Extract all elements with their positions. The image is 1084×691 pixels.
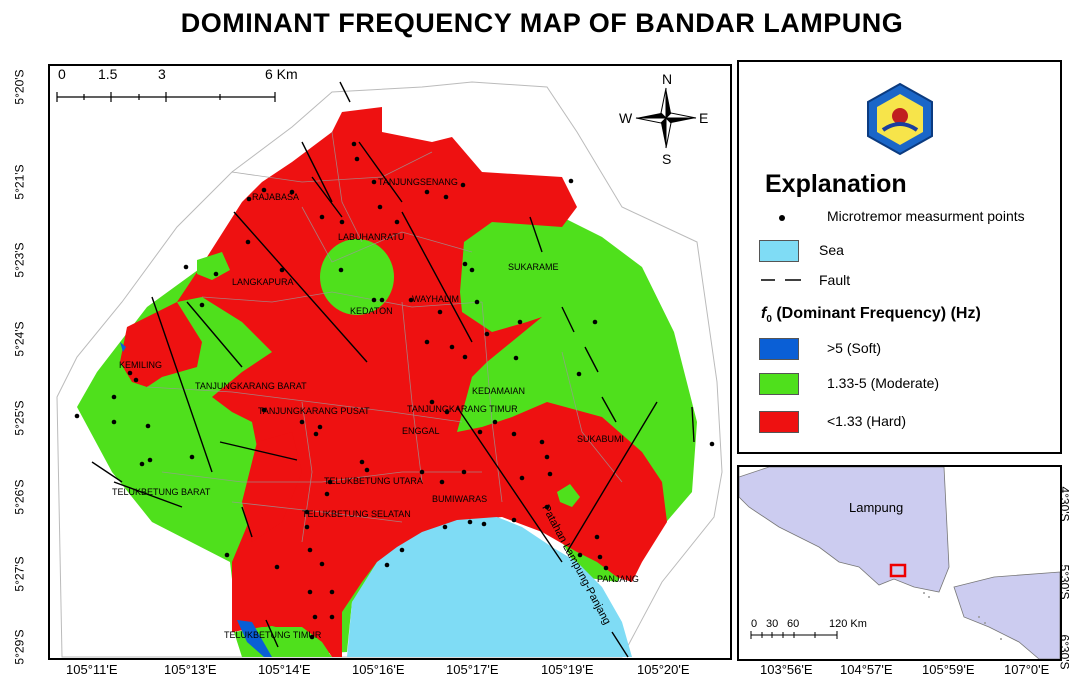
inset-lon-label: 107°0'E	[1004, 662, 1050, 677]
legend-class-label: >5 (Soft)	[827, 340, 882, 356]
inset-map[interactable]: Lampung 0 30 60 120 Km	[737, 465, 1062, 661]
lon-label: 105°11'E	[66, 662, 118, 677]
lat-label: 5°29'S	[12, 629, 27, 665]
lat-label: 5°24'S	[12, 321, 27, 357]
lat-label: 5°21'S	[12, 164, 27, 200]
legend-title: Explanation	[765, 170, 907, 198]
district-label: TELUKBETUNG TIMUR	[224, 630, 322, 640]
svg-text:60: 60	[787, 618, 799, 630]
study-area-marker	[889, 563, 907, 578]
svg-text:W: W	[619, 110, 633, 126]
inset-lat-label: 5°30'S	[1057, 564, 1072, 600]
legend-fault-label: Fault	[819, 272, 851, 288]
sea	[347, 517, 632, 657]
scale-bar	[56, 92, 276, 102]
district-label: KEDATON	[350, 306, 393, 316]
north-arrow-icon: N S E W	[619, 71, 708, 167]
moderate-swatch	[759, 373, 799, 395]
district-label: WAYHALIM	[412, 294, 459, 304]
map-canvas: RAJABASA TANJUNGSENANG LABUHANRATU SUKAR…	[56, 71, 723, 658]
lat-label: 5°20'S	[12, 69, 27, 105]
lon-label: 105°19'E	[541, 662, 594, 677]
lat-label: 5°23'S	[12, 242, 27, 278]
svg-text:N: N	[662, 71, 672, 87]
district-label: LANGKAPURA	[232, 277, 294, 287]
map-title: DOMINANT FREQUENCY MAP OF BANDAR LAMPUNG	[180, 8, 904, 38]
inset-lon-label: 104°57'E	[840, 662, 893, 677]
lat-label: 5°26'S	[12, 479, 27, 515]
lon-label: 105°13'E	[164, 662, 217, 677]
legend-sea-label: Sea	[819, 242, 844, 258]
hard-swatch	[759, 411, 799, 433]
district-label: TELUKBETUNG BARAT	[112, 487, 211, 497]
inset-canvas: Lampung 0 30 60 120 Km	[739, 467, 1060, 659]
legend-points-label: Microtremor measurment points	[827, 208, 1025, 224]
legend-class-label: 1.33-5 (Moderate)	[827, 375, 940, 391]
district-label: TANJUNGSENANG	[378, 177, 458, 187]
sea-swatch	[759, 240, 799, 262]
point-symbol-icon	[779, 215, 785, 221]
inset-lat-label: 4°30'S	[1057, 486, 1072, 522]
lat-label: 5°27'S	[12, 556, 27, 592]
main-map[interactable]: RAJABASA TANJUNGSENANG LABUHANRATU SUKAR…	[48, 64, 732, 660]
district-label: TANJUNGKARANG TIMUR	[407, 404, 518, 414]
svg-text:30: 30	[766, 618, 778, 630]
legend-frequency-title: f0 (Dominant Frequency) (Hz)	[761, 305, 981, 326]
lat-label: 5°25'S	[12, 400, 27, 436]
scale-label: 0	[58, 66, 66, 82]
hard-zone	[177, 107, 667, 657]
svg-text:S: S	[662, 151, 671, 167]
scale-label: 6 Km	[265, 66, 298, 82]
district-label: ENGGAL	[402, 426, 440, 436]
scale-label: 3	[158, 66, 166, 82]
svg-text:Lampung: Lampung	[849, 500, 903, 515]
legend-panel: Explanation Microtremor measurment point…	[737, 60, 1062, 454]
svg-text:E: E	[699, 110, 708, 126]
legend-class-label: <1.33 (Hard)	[827, 413, 906, 429]
lon-label: 105°20'E	[637, 662, 690, 677]
inset-lon-label: 105°59'E	[922, 662, 975, 677]
university-logo-icon	[867, 82, 933, 156]
district-label: SUKARAME	[508, 262, 559, 272]
lon-label: 105°17'E	[446, 662, 499, 677]
district-label: PANJANG	[597, 574, 639, 584]
measurement-points	[74, 141, 715, 640]
svg-text:0: 0	[751, 618, 757, 630]
inset-lat-label: 6°30'S	[1057, 634, 1072, 670]
district-label: SUKABUMI	[577, 434, 624, 444]
district-label: TANJUNGKARANG BARAT	[195, 381, 307, 391]
district-label: KEDAMAIAN	[472, 386, 525, 396]
soft-swatch	[759, 338, 799, 360]
lon-label: 105°16'E	[352, 662, 405, 677]
district-label: TELUKBETUNG UTARA	[324, 476, 423, 486]
svg-text:120 Km: 120 Km	[829, 618, 867, 630]
scale-label: 1.5	[98, 66, 118, 82]
district-label: TELUKBETUNG SELATAN	[302, 509, 411, 519]
district-label: KEMILING	[119, 360, 162, 370]
district-label: LABUHANRATU	[338, 232, 404, 242]
lon-label: 105°14'E	[258, 662, 311, 677]
fault-symbol-icon	[761, 279, 801, 281]
district-label: BUMIWARAS	[432, 494, 487, 504]
district-label: TANJUNGKARANG PUSAT	[258, 406, 370, 416]
district-label: RAJABASA	[252, 192, 299, 202]
inset-lon-label: 103°56'E	[760, 662, 813, 677]
